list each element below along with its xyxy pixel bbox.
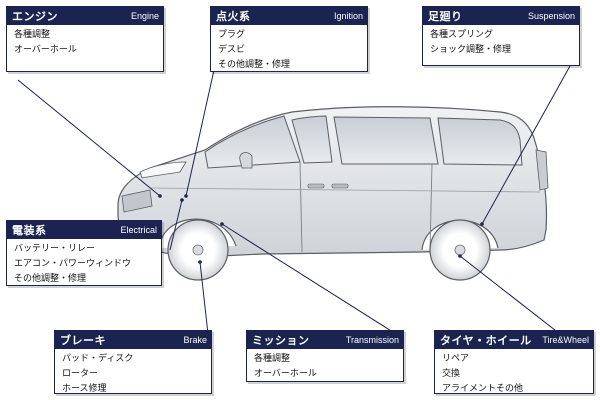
suspension-item: ショック調整・修理 bbox=[430, 45, 512, 55]
tire-wheel-header: タイヤ・ホイール Tire&Wheel bbox=[435, 331, 593, 349]
ignition-item: プラグ bbox=[218, 30, 246, 40]
leader-dot-suspension bbox=[480, 222, 484, 226]
middle-side-window bbox=[333, 116, 439, 165]
leader-engine bbox=[17, 79, 161, 197]
brake-title-en: Brake bbox=[183, 335, 207, 345]
tire-wheel-box: タイヤ・ホイール Tire&Wheel リペア 交換 アライメントその他 bbox=[434, 330, 594, 394]
headlight bbox=[139, 161, 187, 179]
electrical-box: 電装系 Electrical バッテリー・リレー エアコン・パワーウィンドウ そ… bbox=[6, 220, 162, 286]
door-line-a bbox=[299, 161, 303, 253]
transmission-item: オーバーホール bbox=[254, 369, 317, 379]
engine-items: 各種調整 オーバーホール bbox=[7, 25, 163, 58]
brake-box: ブレーキ Brake パッド・ディスク ローター ホース修理 bbox=[54, 330, 212, 394]
rear-side-window bbox=[437, 117, 523, 166]
electrical-title-en: Electrical bbox=[120, 225, 157, 235]
tire-wheel-item: アライメントその他 bbox=[442, 384, 524, 394]
transmission-title-en: Transmission bbox=[345, 335, 399, 345]
tail-light bbox=[535, 149, 549, 191]
suspension-box: 足廻り Suspension 各種スプリング ショック調整・修理 bbox=[422, 6, 580, 66]
electrical-item: エアコン・パワーウィンドウ bbox=[14, 259, 132, 269]
leader-brake bbox=[199, 261, 209, 335]
electrical-item: その他調整・修理 bbox=[14, 274, 87, 284]
ignition-item: デスビ bbox=[218, 45, 246, 55]
tire-wheel-title: タイヤ・ホイール bbox=[440, 334, 532, 347]
leader-dot-engine bbox=[158, 194, 162, 198]
suspension-title-en: Suspension bbox=[527, 11, 575, 21]
ignition-items: プラグ デスビ その他調整・修理 bbox=[211, 25, 367, 73]
body-crease bbox=[149, 187, 541, 193]
windshield bbox=[204, 115, 301, 169]
transmission-header: ミッション Transmission bbox=[247, 331, 403, 349]
tire-wheel-item: リペア bbox=[442, 354, 470, 364]
side-mirror bbox=[239, 152, 253, 169]
electrical-title: 電装系 bbox=[12, 224, 47, 237]
engine-header: エンジン Engine bbox=[7, 7, 163, 25]
engine-item: 各種調整 bbox=[14, 30, 51, 40]
engine-title-en: Engine bbox=[130, 11, 159, 21]
suspension-item: 各種スプリング bbox=[430, 30, 494, 40]
transmission-box: ミッション Transmission 各種調整 オーバーホール bbox=[246, 330, 404, 382]
engine-box: エンジン Engine 各種調整 オーバーホール bbox=[6, 6, 164, 72]
ignition-item: その他調整・修理 bbox=[218, 60, 291, 70]
leader-suspension bbox=[481, 65, 571, 225]
leader-tire bbox=[459, 255, 561, 335]
leader-dot-ignition bbox=[184, 194, 188, 198]
tire-wheel-item: 交換 bbox=[442, 369, 461, 379]
tire-wheel-items: リペア 交換 アライメントその他 bbox=[435, 349, 593, 397]
brake-items: パッド・ディスク ローター ホース修理 bbox=[55, 349, 211, 397]
leader-transmission bbox=[221, 223, 397, 335]
brake-item: ローター bbox=[62, 369, 99, 379]
suspension-items: 各種スプリング ショック調整・修理 bbox=[423, 25, 579, 58]
ignition-title-en: Ignition bbox=[333, 11, 363, 21]
front-hub bbox=[192, 244, 204, 256]
transmission-items: 各種調整 オーバーホール bbox=[247, 349, 403, 382]
leader-dot-tire bbox=[458, 254, 462, 258]
leader-dot-transmission bbox=[220, 222, 224, 226]
front-door-handle bbox=[307, 183, 325, 189]
electrical-item: バッテリー・リレー bbox=[14, 244, 96, 254]
front-grille bbox=[121, 189, 153, 213]
front-side-window bbox=[291, 115, 333, 164]
engine-item: オーバーホール bbox=[14, 45, 77, 55]
suspension-title: 足廻り bbox=[428, 10, 463, 23]
brake-item: パッド・ディスク bbox=[62, 354, 134, 364]
rear-hub bbox=[454, 244, 466, 256]
ignition-box: 点火系 Ignition プラグ デスビ その他調整・修理 bbox=[210, 6, 368, 72]
electrical-items: バッテリー・リレー エアコン・パワーウィンドウ その他調整・修理 bbox=[7, 239, 161, 287]
engine-title: エンジン bbox=[12, 10, 58, 23]
transmission-item: 各種調整 bbox=[254, 354, 291, 364]
electrical-header: 電装系 Electrical bbox=[7, 221, 161, 239]
door-line-b bbox=[429, 163, 433, 253]
brake-header: ブレーキ Brake bbox=[55, 331, 211, 349]
leader-electrical bbox=[169, 199, 183, 251]
suspension-header: 足廻り Suspension bbox=[423, 7, 579, 25]
transmission-title: ミッション bbox=[252, 334, 310, 347]
brake-title: ブレーキ bbox=[60, 334, 106, 347]
leader-dot-electrical bbox=[180, 198, 184, 202]
tire-wheel-title-en: Tire&Wheel bbox=[542, 335, 589, 345]
brake-item: ホース修理 bbox=[62, 384, 107, 394]
rear-door-handle bbox=[331, 183, 349, 189]
leader-ignition bbox=[185, 69, 215, 197]
ignition-title: 点火系 bbox=[216, 10, 251, 23]
ignition-header: 点火系 Ignition bbox=[211, 7, 367, 25]
leader-dot-brake bbox=[198, 260, 202, 264]
